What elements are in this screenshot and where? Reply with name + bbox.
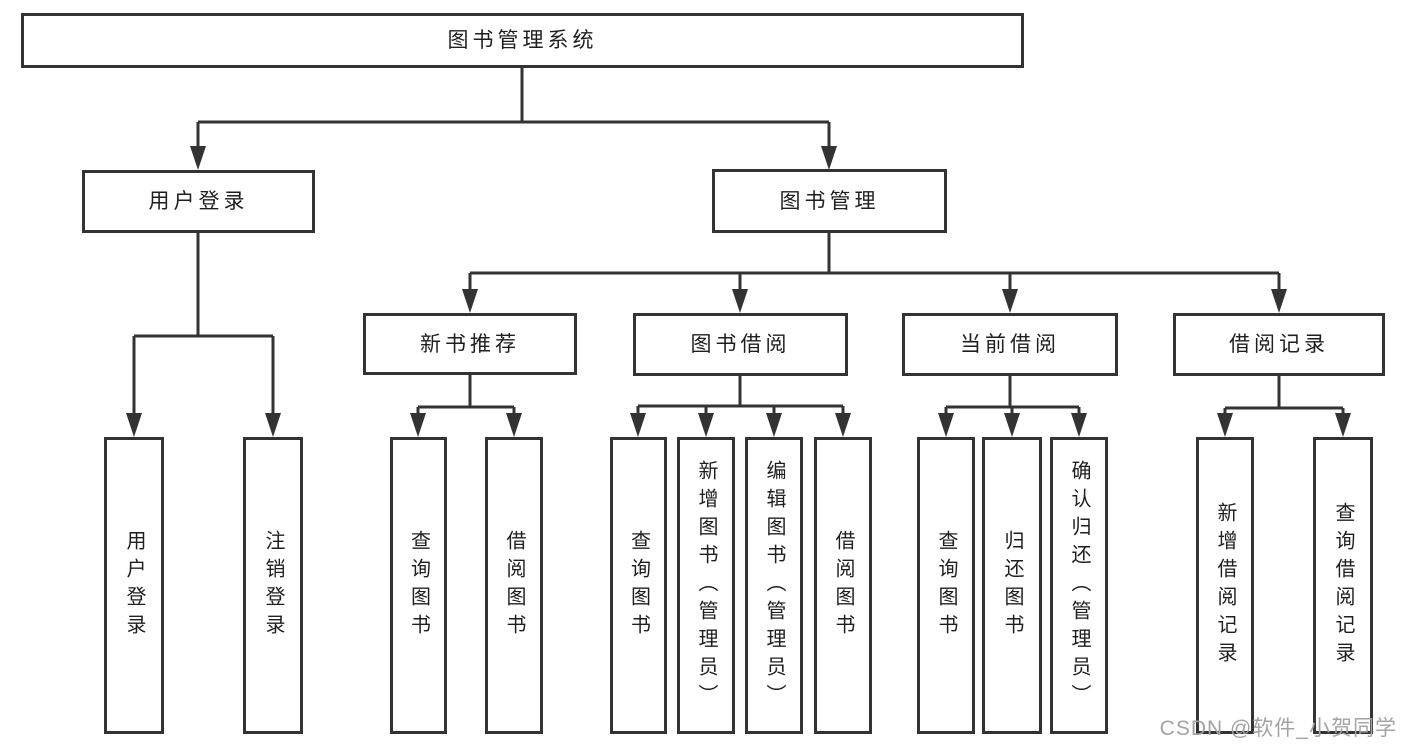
node-label: 查询借阅记录 [1332,501,1354,670]
leaf-borrow-books: 借阅图书 [814,437,872,734]
node-label: 新书推荐 [420,332,520,356]
node-label: 新增图书（管理员） [695,459,717,712]
edges-borrow-record-to-leaves [1217,376,1351,437]
node-label: 归还图书 [1001,529,1023,642]
node-label: 借阅图书 [832,529,854,642]
edges-user-login-to-leaves [126,233,281,437]
leaf-add-borrow-record: 新增借阅记录 [1196,437,1254,734]
node-label: 图书借阅 [690,333,791,356]
csdn-watermark: CSDN @软件_小贺同学 [1159,717,1397,740]
node-label: 图书管理 [779,189,880,213]
edges-book-management-to-level3 [462,233,1287,313]
leaf-confirm-return-admin: 确认归还（管理员） [1050,437,1108,734]
node-label: 查询图书 [627,529,650,642]
leaf-query-books-borrow: 查询图书 [610,437,667,734]
node-new-book-recommend: 新书推荐 [363,313,577,375]
leaf-borrow-books-recommend: 借阅图书 [485,437,543,734]
leaf-query-borrow-record: 查询借阅记录 [1313,437,1373,734]
node-label: 借阅图书 [503,529,525,642]
node-current-borrow: 当前借阅 [902,313,1118,376]
node-book-management: 图书管理 [712,169,947,233]
node-user-login: 用户登录 [82,170,315,233]
node-borrow-record: 借阅记录 [1173,313,1385,376]
node-label: 确认归还（管理员） [1068,459,1090,712]
node-label: 图书管理系统 [447,29,598,52]
node-book-borrow: 图书借阅 [633,313,848,376]
leaf-query-books-current: 查询图书 [917,437,975,734]
leaf-edit-books-admin: 编辑图书（管理员） [745,437,803,734]
edges-book-borrow-to-leaves [630,376,851,437]
node-label: 查询图书 [407,529,430,642]
node-label: 注销登录 [262,529,284,642]
edges-new-book-recommend-to-leaves [410,375,522,437]
leaf-query-books-recommend: 查询图书 [390,437,447,734]
node-label: 新增借阅记录 [1214,501,1236,670]
node-label: 当前借阅 [960,333,1060,356]
leaf-user-login: 用户登录 [104,437,164,734]
node-label: 用户登录 [148,190,249,213]
node-label: 用户登录 [123,529,145,642]
leaf-logout: 注销登录 [243,437,303,734]
edges-current-borrow-to-leaves [938,376,1087,437]
leaf-return-books: 归还图书 [982,437,1042,734]
node-label: 借阅记录 [1229,333,1329,356]
node-label: 编辑图书（管理员） [763,459,785,712]
node-library-management-system: 图书管理系统 [21,13,1024,68]
node-label: 查询图书 [935,529,957,642]
leaf-add-books-admin: 新增图书（管理员） [677,437,735,734]
edges-root-to-level2 [190,68,837,170]
